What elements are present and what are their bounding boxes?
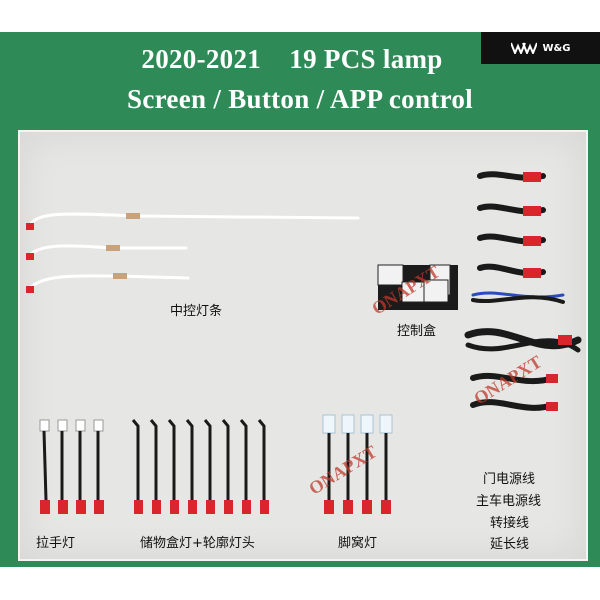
footwell-light-group: [322, 414, 393, 514]
product-photo-panel: [18, 130, 588, 561]
product-photo: [26, 171, 582, 514]
control-box-group: [377, 264, 458, 310]
center-strip-group: [26, 212, 360, 293]
headline-line-1: 2020-2021 19 PCS lamp: [141, 44, 443, 74]
light-strip-1: [28, 212, 360, 227]
label-footwell-light: 脚窝灯: [338, 536, 378, 551]
label-cable-extension: 延长线: [490, 537, 530, 552]
label-control-box: 控制盒: [397, 324, 437, 339]
brand-badge: W&G: [481, 32, 600, 64]
label-storage-light: 储物盒灯+轮廓灯头: [140, 536, 255, 551]
wg-logo-icon: [510, 42, 537, 54]
label-cable-adapter: 转接线: [490, 516, 530, 531]
label-cable-main-power: 主车电源线: [476, 494, 542, 509]
label-cable-door-power: 门电源线: [483, 472, 536, 487]
label-center-strip: 中控灯条: [170, 304, 223, 319]
brand-name: W&G: [542, 42, 571, 54]
light-strip-3: [28, 274, 190, 290]
handle-light-group: [39, 419, 104, 514]
label-handle-light: 拉手灯: [36, 536, 76, 551]
cable-bundle-group: [464, 171, 582, 411]
headline-line-2: Screen / Button / APP control: [127, 84, 473, 114]
storage-light-group: [131, 419, 269, 514]
